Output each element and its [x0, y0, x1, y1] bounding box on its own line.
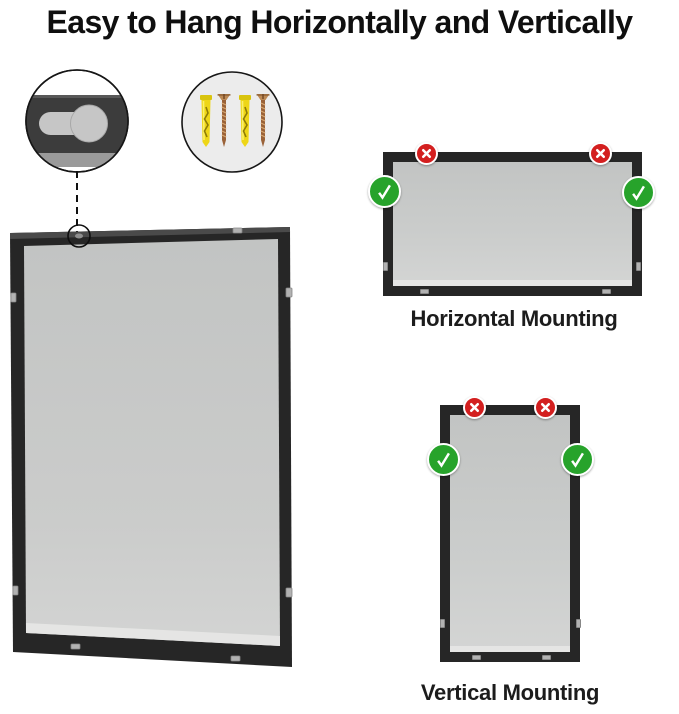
metal-tab — [70, 643, 81, 650]
frame-inner-lip — [393, 280, 632, 286]
metal-tab — [10, 292, 17, 303]
check-circle-icon — [367, 174, 401, 208]
metal-tab — [12, 585, 19, 596]
keyhole-detail-callout — [25, 69, 129, 173]
horizontal-frame — [383, 152, 642, 296]
vertical-mounting-label: Vertical Mounting — [420, 680, 600, 705]
metal-tab — [575, 618, 581, 628]
check-circle-icon — [426, 442, 460, 476]
frame-inner-lip — [26, 623, 280, 646]
metal-tab — [230, 655, 241, 662]
metal-tab — [541, 654, 551, 660]
horizontal-mounting-section: Horizontal Mounting — [365, 140, 657, 340]
keyhole-slot-icon — [26, 95, 128, 167]
metal-tab — [601, 288, 611, 294]
keyhole-marker-circle — [67, 224, 91, 248]
metal-tab — [232, 227, 243, 234]
check-circle-icon — [560, 442, 594, 476]
hardware-detail-callout — [181, 71, 283, 173]
metal-tab — [419, 288, 429, 294]
large-frame-back-view — [10, 224, 293, 667]
metal-tab — [285, 587, 293, 598]
x-circle-icon — [588, 141, 612, 165]
vertical-frame — [440, 405, 580, 662]
metal-tab — [471, 654, 481, 660]
metal-tab — [285, 287, 293, 298]
metal-tab — [439, 618, 445, 628]
check-circle-icon — [621, 175, 655, 209]
horizontal-mounting-label: Horizontal Mounting — [410, 306, 618, 331]
metal-tab — [635, 261, 641, 271]
frame-inner-lip — [450, 646, 570, 652]
x-circle-icon — [414, 141, 438, 165]
frame-backing-panel — [24, 239, 280, 646]
x-circle-icon — [462, 395, 486, 419]
metal-tab — [382, 261, 388, 271]
page-title: Easy to Hang Horizontally and Vertically — [46, 4, 634, 40]
keyhole-screw — [75, 233, 83, 239]
vertical-mounting-section: Vertical Mounting — [415, 390, 605, 714]
x-circle-icon — [533, 395, 557, 419]
metal-tabs — [10, 227, 293, 662]
